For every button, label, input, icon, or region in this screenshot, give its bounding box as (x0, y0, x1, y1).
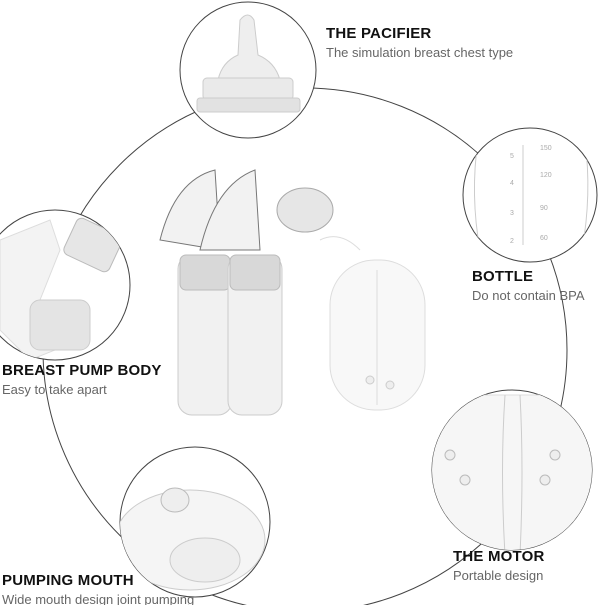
feature-subtitle: The simulation breast chest type (326, 45, 514, 60)
feature-title: THE MOTOR (453, 548, 545, 565)
pacifier-callout (179, 1, 317, 139)
feature-title: PUMPING MOUTH (2, 572, 134, 589)
bottle-marking: 120 (540, 172, 552, 179)
feature-pump-body: BREAST PUMP BODY Easy to take apart (2, 362, 162, 397)
feature-title: THE PACIFIER (326, 25, 432, 42)
feature-subtitle: Do not contain BPA (472, 288, 585, 303)
feature-title: BOTTLE (472, 268, 534, 285)
feature-pumping-mouth: PUMPING MOUTH Wide mouth design joint pu… (2, 572, 194, 605)
bottle-callout: 150 120 90 60 5 4 3 2 (462, 127, 598, 263)
bottle-marking: 60 (540, 235, 548, 242)
feature-motor: THE MOTOR Portable design (453, 548, 545, 583)
bottle-marking: 3 (510, 210, 514, 217)
pumping-mouth-callout (119, 446, 271, 598)
bottle-marking: 4 (510, 180, 514, 187)
feature-subtitle: Wide mouth design joint pumping (2, 592, 195, 605)
feature-title: BREAST PUMP BODY (2, 362, 162, 379)
bottle-marking: 5 (510, 153, 514, 160)
feature-pacifier: THE PACIFIER The simulation breast chest… (326, 25, 513, 60)
bottle-marking: 150 (540, 145, 552, 152)
motor-callout (431, 389, 593, 551)
bottle-marking: 90 (540, 205, 548, 212)
pump-body-callout (0, 209, 131, 361)
feature-subtitle: Easy to take apart (2, 382, 107, 397)
feature-subtitle: Portable design (453, 568, 544, 583)
bottle-marking: 2 (510, 238, 514, 245)
breast-pump-product (159, 169, 426, 416)
feature-bottle: BOTTLE Do not contain BPA (472, 268, 585, 303)
